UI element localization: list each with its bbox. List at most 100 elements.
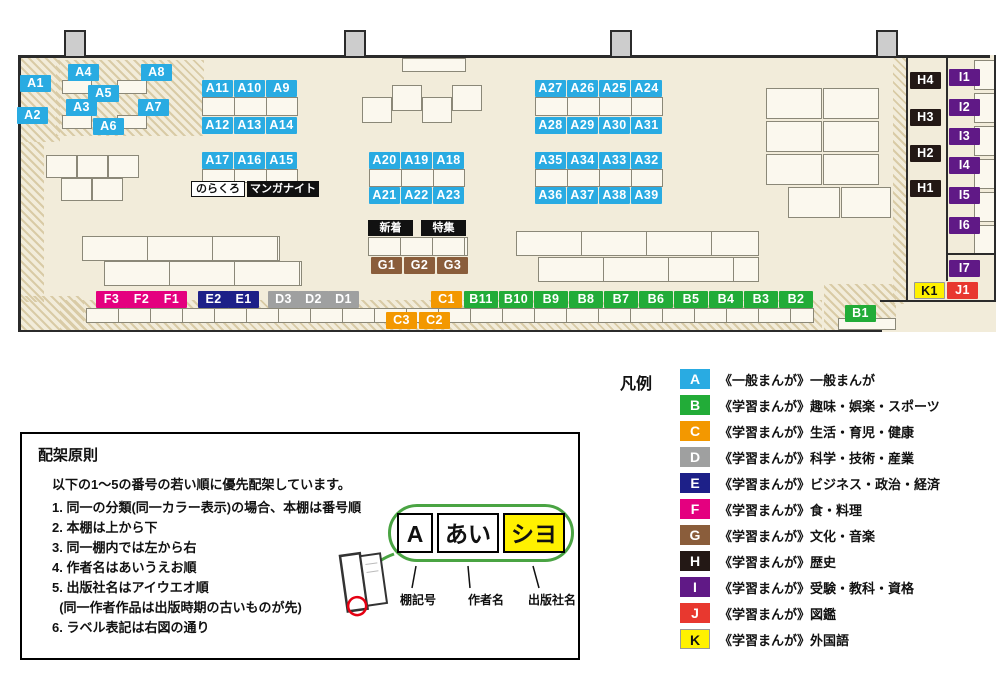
shelf-badge-E1: E1 (228, 291, 259, 308)
shelf-badge-G1: G1 (371, 257, 402, 274)
shelf-badge-H2: H2 (910, 145, 941, 162)
shelf-badge-A33: A33 (599, 152, 630, 169)
shelf-badge-A14: A14 (266, 117, 297, 134)
legend-row-A: A《一般まんが》一般まんが (680, 366, 940, 392)
shelf-badge-A31: A31 (631, 117, 662, 134)
shelf-badge-D2: D2 (298, 291, 329, 308)
shelf-badge-C1: C1 (431, 291, 462, 308)
shelf-badge-C3: C3 (386, 312, 417, 329)
shelf-badge-H4: H4 (910, 72, 941, 89)
principles-line: 3. 同一棚内では左から右 (52, 540, 197, 555)
pointer-shelf-code (411, 565, 417, 589)
legend-row-G: G 《学習まんが》文化・音楽 (680, 522, 940, 548)
shelf-badge-D3: D3 (268, 291, 299, 308)
legend-label: 《学習まんが》生活・育児・健康 (719, 424, 915, 440)
wall (880, 300, 996, 302)
shelf-badge-A16: A16 (234, 152, 265, 169)
shelf-badge-B5: B5 (674, 291, 708, 308)
shelf-badge-B10: B10 (499, 291, 533, 308)
shelf-code-box: A (397, 513, 433, 553)
legend-swatch-D: D (680, 447, 710, 467)
wall (994, 55, 996, 302)
shelf-badge-A9: A9 (266, 80, 297, 97)
shelf-badge-G2: G2 (404, 257, 435, 274)
shelf-badge-B8: B8 (569, 291, 603, 308)
legend-swatch-F: F (680, 499, 710, 519)
principles-intro: 以下の1〜5の番号の若い順に優先配架しています。 (52, 477, 351, 492)
legend-label: 《学習まんが》文化・音楽 (719, 528, 876, 544)
shelf-strip (202, 97, 298, 116)
shelf-badge-E2: E2 (198, 291, 229, 308)
shelf-badge-A15: A15 (266, 152, 297, 169)
shelf-strip (516, 231, 759, 256)
legend-swatch-B: B (680, 395, 710, 415)
principles-line: 1. 同一の分類(同一カラー表示)の場合、本棚は番号順 (52, 500, 362, 515)
shelf-unit (823, 88, 879, 119)
shelf-badge-A20: A20 (369, 152, 400, 169)
principles-line: (同一作者作品は出版時期の古いものが先) (52, 600, 302, 615)
shelf-badge-A11: A11 (202, 80, 233, 97)
annotation-publisher: 出版社名 (528, 593, 577, 607)
shelf-badge-F2: F2 (126, 291, 157, 308)
legend-label: 《学習まんが》外国語 (719, 632, 850, 648)
legend-label: 《学習まんが》ビジネス・政治・経済 (719, 476, 941, 492)
map-label-new-arrivals: 新着 (368, 220, 413, 236)
legend-row-C: C《学習まんが》生活・育児・健康 (680, 418, 940, 444)
shelf-badge-B6: B6 (639, 291, 673, 308)
legend-title: 凡例 (620, 376, 653, 393)
pointer-author (467, 565, 471, 589)
legend-row-E: E 《学習まんが》ビジネス・政治・経済 (680, 470, 940, 496)
legend-swatch-G: G (680, 525, 710, 545)
legend-swatch-I: I (680, 577, 710, 597)
shelf-badge-A1: A1 (20, 75, 51, 92)
shelf-unit (117, 80, 147, 94)
hatched-floor (18, 58, 60, 142)
hatched-floor (893, 58, 907, 304)
pillar (876, 30, 898, 58)
shelf-badge-A36: A36 (535, 187, 566, 204)
shelf-badge-I5: I5 (949, 187, 980, 204)
legend-swatch-H: H (680, 551, 710, 571)
shelf-badge-A17: A17 (202, 152, 233, 169)
map-label-norakuro: のらくろ (191, 181, 245, 197)
shelf-strip (104, 261, 302, 286)
wall (946, 55, 948, 281)
shelf-badge-A28: A28 (535, 117, 566, 134)
wall (18, 55, 21, 332)
shelf-badge-A38: A38 (599, 187, 630, 204)
wall (18, 330, 882, 332)
shelf-badge-I2: I2 (949, 99, 980, 116)
legend-row-F: F《学習まんが》食・料理 (680, 496, 940, 522)
shelf-badge-H1: H1 (910, 180, 941, 197)
shelf-strip (82, 236, 280, 261)
legend-label: 《一般まんが》一般まんが (719, 372, 876, 388)
shelf-unit (77, 155, 108, 178)
legend-row-K: K《学習まんが》外国語 (680, 626, 940, 652)
shelf-badge-A6: A6 (93, 118, 124, 135)
shelf-badge-C2: C2 (419, 312, 450, 329)
shelf-unit (788, 187, 840, 218)
shelf-badge-D1: D1 (328, 291, 359, 308)
shelf-badge-A29: A29 (567, 117, 598, 134)
legend-row-B: B《学習まんが》趣味・娯楽・スポーツ (680, 392, 940, 418)
shelf-badge-B3: B3 (744, 291, 778, 308)
shelf-badge-I4: I4 (949, 157, 980, 174)
shelf-badge-B11: B11 (464, 291, 498, 308)
shelf-badge-B7: B7 (604, 291, 638, 308)
shelf-unit (766, 154, 822, 185)
shelf-unit (62, 115, 92, 129)
legend-swatch-E: E (680, 473, 710, 493)
shelf-unit (108, 155, 139, 178)
shelf-strip (538, 257, 759, 282)
shelf-badge-G3: G3 (437, 257, 468, 274)
legend-row-H: H《学習まんが》歴史 (680, 548, 940, 574)
shelf-badge-A24: A24 (631, 80, 662, 97)
shelf-unit (92, 178, 123, 201)
shelf-badge-A2: A2 (17, 107, 48, 124)
shelf-badge-A37: A37 (567, 187, 598, 204)
shelf-badge-A25: A25 (599, 80, 630, 97)
shelf-unit (823, 154, 879, 185)
